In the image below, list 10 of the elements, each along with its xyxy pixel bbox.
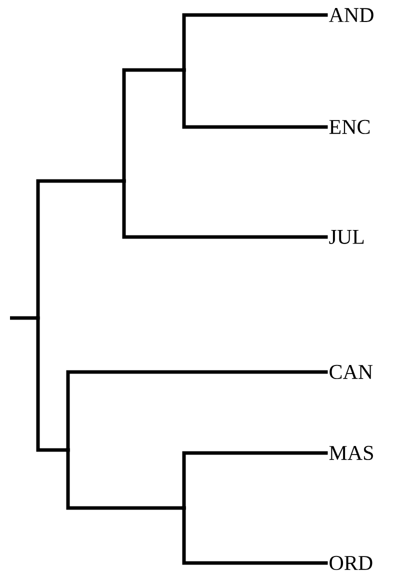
tree-branch [10, 316, 38, 320]
tree-branch [122, 179, 328, 239]
leaf-label: JUL [329, 230, 364, 244]
leaf-label: CAN [330, 364, 373, 380]
tree-branch [182, 506, 328, 565]
leaf-label: ORD [330, 556, 372, 570]
leaf-label: ENC [329, 120, 370, 134]
tree-branch [182, 68, 328, 129]
leaf-label: AND [328, 8, 374, 22]
leaf-label: MAS [329, 446, 373, 460]
